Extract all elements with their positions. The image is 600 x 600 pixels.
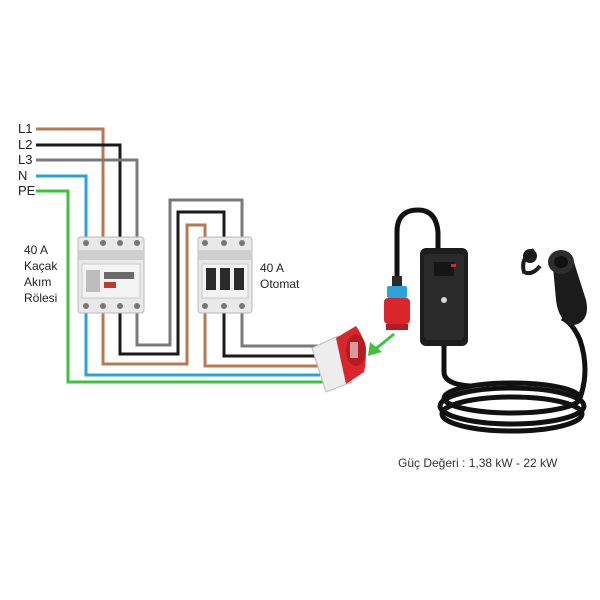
breaker-label-line2: Otomat: [260, 277, 300, 291]
label-n: N: [18, 168, 28, 183]
label-l1: L1: [18, 121, 33, 136]
supply-cable: [394, 207, 441, 282]
rcd-label-line3: Akım: [24, 275, 52, 289]
label-pe: PE: [18, 183, 36, 198]
label-l3: L3: [18, 152, 33, 167]
rcd-device: [77, 236, 145, 314]
rcd-label-line2: Kaçak: [24, 259, 58, 273]
wire-l1: [36, 127, 105, 240]
type2-connector: [521, 248, 587, 326]
rcd-label-line4: Rölesi: [24, 291, 58, 305]
breaker-device: [197, 236, 253, 314]
cee-plug: [384, 276, 410, 330]
rcd-to-breaker-wires: [84, 198, 320, 377]
cee-wall-socket: [311, 326, 366, 393]
wire-pe: [36, 189, 338, 384]
rcd-label-line1: 40 A: [24, 243, 49, 257]
wire-l3: [36, 158, 139, 240]
breaker-label-line1: 40 A: [260, 261, 285, 275]
label-l2: L2: [18, 137, 33, 152]
power-rating-caption: Güç Değeri : 1,38 kW - 22 kW: [398, 456, 558, 470]
wire-n: [36, 174, 88, 240]
charging-cable-coil: [437, 315, 588, 434]
breaker-to-socket-wires: [203, 308, 326, 368]
supply-wires: [36, 127, 338, 384]
charger-control-box: [420, 248, 468, 346]
wire-l2: [36, 143, 122, 240]
plug-in-arrow: [368, 332, 395, 356]
